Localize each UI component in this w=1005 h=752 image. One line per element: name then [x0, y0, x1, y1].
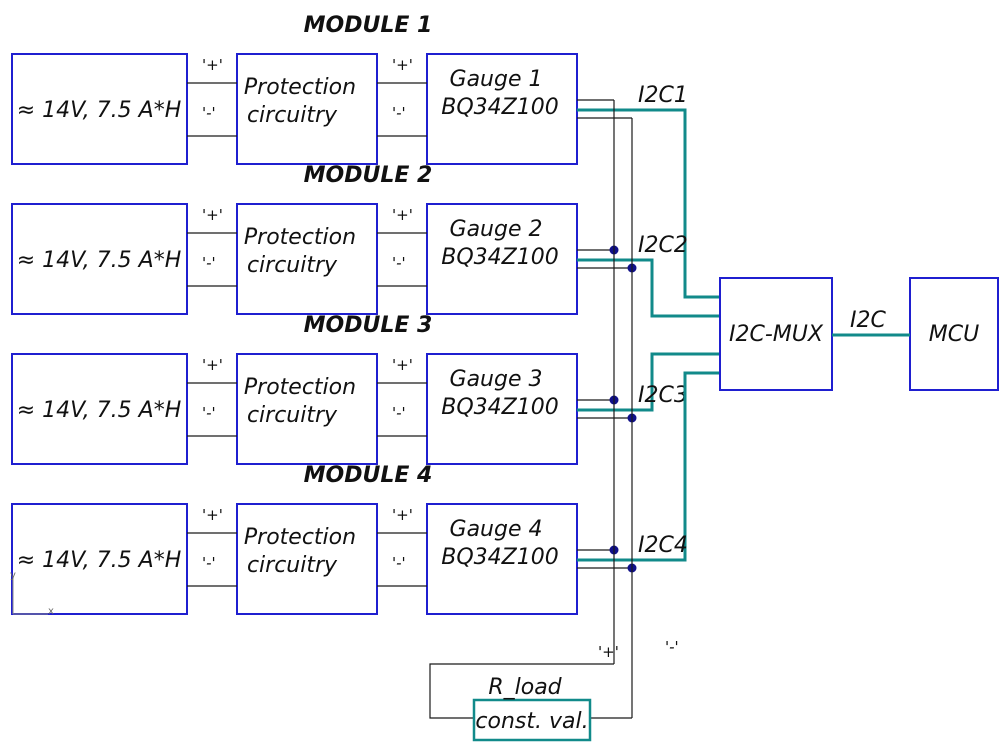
battery-label: ≈ 14V, 7.5 A*H	[17, 248, 182, 273]
mcu-box	[909, 277, 999, 391]
module-title: MODULE 4	[304, 463, 433, 488]
protection-box	[236, 53, 378, 165]
i2c-bus-label: I2C4	[638, 533, 688, 558]
gauge-label-1: Gauge 1	[450, 67, 543, 92]
plus-label: '+'	[202, 356, 223, 374]
protection-label-1: Protection	[244, 75, 356, 100]
minus-label: '-'	[202, 254, 216, 272]
protection-label-1: Protection	[244, 525, 356, 550]
gauge-box	[426, 503, 578, 615]
i2c-main-label: I2C	[850, 308, 886, 333]
module-title: MODULE 2	[304, 163, 433, 188]
minus-label: '-'	[392, 554, 406, 572]
plus-label: '+'	[392, 56, 413, 74]
i2c-bus-label: I2C1	[638, 83, 688, 108]
battery-box	[11, 53, 188, 165]
module-title: MODULE 3	[304, 313, 433, 338]
minus-label: '-'	[392, 404, 406, 422]
minus-label: '-'	[392, 254, 406, 272]
battery-box	[11, 353, 188, 465]
gauge-box	[426, 203, 578, 315]
gauge-label-1: Gauge 2	[450, 217, 543, 242]
i2c-bus-1	[577, 108, 720, 299]
i2c-bus-label: I2C3	[638, 383, 688, 408]
battery-box	[11, 203, 188, 315]
axis-x-label: x	[48, 606, 54, 617]
plus-label: '+'	[392, 356, 413, 374]
module-4: MODULE 4 ≈ 14V, 7.5 A*H Protection circuitr…	[11, 371, 720, 615]
protection-label-2: circuitry	[247, 553, 338, 578]
minus-label: '-'	[202, 554, 216, 572]
i2c-bus-4	[577, 371, 720, 562]
protection-label-1: Protection	[244, 225, 356, 250]
protection-label-2: circuitry	[247, 253, 338, 278]
plus-label: '+'	[202, 206, 223, 224]
module-1: MODULE 1 ≈ 14V, 7.5 A*H Protection circuitr…	[11, 13, 720, 299]
gauge-label-1: Gauge 3	[450, 367, 543, 392]
minus-label: '-'	[202, 104, 216, 122]
protection-box	[236, 353, 378, 465]
axis-y-label: y	[10, 570, 16, 581]
load-wire-plus	[429, 663, 614, 719]
plus-label: '+'	[202, 506, 223, 524]
load-box-label: const. val.	[475, 709, 588, 734]
load-box	[472, 698, 592, 742]
plus-label: '+'	[392, 506, 413, 524]
protection-label-2: circuitry	[247, 103, 338, 128]
i2c-mux-box	[719, 277, 833, 391]
gauge-label-1: Gauge 4	[450, 517, 543, 542]
mcu-label: MCU	[929, 322, 979, 347]
minus-label: '-'	[392, 104, 406, 122]
gauge-label-2: BQ34Z100	[441, 395, 558, 420]
plus-label: '+'	[202, 56, 223, 74]
i2c-bus-label: I2C2	[638, 233, 688, 258]
gauge-label-2: BQ34Z100	[441, 545, 558, 570]
battery-label: ≈ 14V, 7.5 A*H	[17, 398, 182, 423]
bus-plus-label: '+'	[598, 643, 619, 661]
gauge-box	[426, 53, 578, 165]
plus-label: '+'	[392, 206, 413, 224]
protection-box	[236, 503, 378, 615]
protection-box	[236, 203, 378, 315]
protection-label-2: circuitry	[247, 403, 338, 428]
battery-label: ≈ 14V, 7.5 A*H	[17, 98, 182, 123]
battery-box	[11, 503, 188, 615]
protection-label-1: Protection	[244, 375, 356, 400]
bus-minus-label: '-'	[665, 638, 679, 656]
module-3: MODULE 3 ≈ 14V, 7.5 A*H Protection circuitr…	[11, 313, 720, 465]
i2c-mux-label: I2C-MUX	[729, 322, 824, 347]
load-label: R_load	[488, 675, 562, 700]
gauge-label-2: BQ34Z100	[441, 245, 558, 270]
gauge-box	[426, 353, 578, 465]
axis-marker: y x	[10, 570, 54, 617]
gauge-label-2: BQ34Z100	[441, 95, 558, 120]
minus-label: '-'	[202, 404, 216, 422]
module-title: MODULE 1	[304, 13, 433, 38]
battery-label: ≈ 14V, 7.5 A*H	[17, 548, 182, 573]
